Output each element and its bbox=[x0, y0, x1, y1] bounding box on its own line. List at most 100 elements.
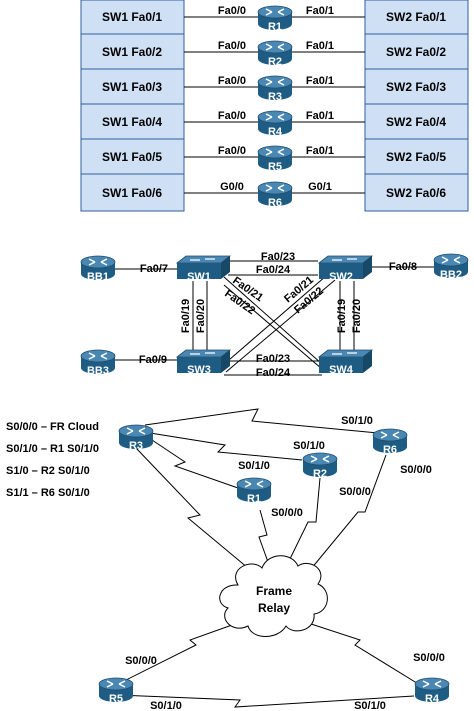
link-port-label: Fa0/19 bbox=[336, 299, 348, 333]
section1-port-labels: Fa0/0 Fa0/1 Fa0/0 Fa0/1 Fa0/0 Fa0/1 Fa0/… bbox=[218, 5, 334, 193]
interface-label: S0/1/0 bbox=[293, 440, 325, 452]
device-label-r6: R6 bbox=[383, 444, 397, 456]
link-port-label: Fa0/1 bbox=[306, 110, 334, 122]
sw2-port-label: SW2 Fa0/6 bbox=[386, 186, 446, 200]
link-port-label: Fa0/20 bbox=[351, 299, 363, 333]
router-label: R4 bbox=[268, 126, 283, 138]
router-label: R5 bbox=[268, 161, 282, 173]
link-port-label: G0/1 bbox=[308, 181, 332, 193]
link-port-label: Fa0/23 bbox=[256, 353, 290, 365]
interface-label: S0/0/0 bbox=[400, 464, 432, 476]
cloud-label-line2: Relay bbox=[258, 601, 290, 615]
sw1-port-label: SW1 Fa0/5 bbox=[102, 150, 162, 164]
device-label-r3: R3 bbox=[129, 440, 143, 452]
link-port-label: Fa0/1 bbox=[306, 40, 334, 52]
link-port-label: Fa0/0 bbox=[218, 145, 246, 157]
link-port-label: Fa0/1 bbox=[306, 75, 334, 87]
r5-cloud-serial bbox=[115, 624, 233, 686]
frame-relay-cloud: Frame Relay bbox=[219, 555, 328, 637]
sw1-port-box bbox=[80, 138, 185, 175]
link-port-label: Fa0/1 bbox=[306, 145, 334, 157]
section1-routers: R1 R2 R3 R4 R5 R6 bbox=[257, 5, 293, 209]
link-port-label: Fa0/24 bbox=[256, 264, 291, 276]
sw2-port-label: SW2 Fa0/3 bbox=[386, 80, 446, 94]
interface-label: S0/0/0 bbox=[339, 486, 371, 498]
link-port-label: Fa0/0 bbox=[218, 40, 246, 52]
r3-r2-serial bbox=[149, 432, 303, 461]
r1-cloud-serial bbox=[258, 509, 269, 563]
sw2-port-box bbox=[364, 103, 469, 140]
sw1-port-box bbox=[80, 173, 185, 212]
link-port-label: Fa0/0 bbox=[218, 110, 246, 122]
legend-line: S0/0/0 – FR Cloud bbox=[6, 421, 99, 433]
interface-label: S0/1/0 bbox=[238, 460, 270, 472]
serial-links bbox=[115, 408, 421, 708]
link-port-label: Fa0/24 bbox=[256, 367, 291, 379]
sw2-port-label: SW2 Fa0/2 bbox=[386, 45, 446, 59]
sw2-port-box bbox=[364, 33, 469, 70]
r6-cloud-serial bbox=[305, 454, 387, 576]
interface-label: S0/0/0 bbox=[271, 507, 303, 519]
router-label: R2 bbox=[268, 56, 282, 68]
sw2-port-label: SW2 Fa0/5 bbox=[386, 150, 446, 164]
device-label-bb3: BB3 bbox=[87, 365, 109, 377]
sw2-port-label: SW2 Fa0/4 bbox=[386, 115, 446, 129]
device-label-sw2: SW2 bbox=[329, 271, 353, 283]
sw2-port-box bbox=[364, 173, 469, 212]
legend-line: S1/1 – R6 S0/1/0 bbox=[6, 487, 90, 499]
interface-label: S0/1/0 bbox=[341, 415, 373, 427]
device-label-sw1: SW1 bbox=[187, 271, 211, 283]
sw1-port-label: SW1 Fa0/1 bbox=[102, 10, 162, 24]
sw2-sw3-link bbox=[225, 279, 336, 373]
link-port-label: Fa0/8 bbox=[389, 261, 417, 273]
device-label-r2: R2 bbox=[313, 468, 327, 480]
interface-label: S0/1/0 bbox=[150, 700, 182, 711]
router-label: R3 bbox=[268, 91, 282, 103]
section2-links bbox=[115, 260, 434, 376]
sw1-port-label: SW1 Fa0/3 bbox=[102, 80, 162, 94]
device-label-bb2: BB2 bbox=[440, 269, 462, 281]
link-port-label: Fa0/0 bbox=[218, 75, 246, 87]
r3-r1-serial bbox=[151, 439, 239, 489]
sw1-port-box bbox=[80, 0, 185, 35]
link-port-label: Fa0/23 bbox=[261, 251, 295, 263]
interface-label: S0/0/0 bbox=[413, 652, 445, 664]
sw1-sw4-link bbox=[223, 284, 323, 370]
link-port-label: Fa0/0 bbox=[218, 5, 246, 17]
section1-left-column: SW1 Fa0/1 SW1 Fa0/2 SW1 Fa0/3 SW1 Fa0/4 … bbox=[80, 0, 185, 212]
section2-switch-topology: BB1 BB2 BB3 SW1 SW2 SW3 SW4 Fa0/7 Fa0/8 … bbox=[80, 251, 469, 379]
sw2-sw3-link bbox=[221, 275, 327, 367]
section1-router-stack: SW1 Fa0/1 SW1 Fa0/2 SW1 Fa0/3 SW1 Fa0/4 … bbox=[80, 0, 469, 212]
r3-cloud-serial bbox=[135, 447, 249, 569]
sw2-port-box bbox=[364, 68, 469, 105]
sw2-port-label: SW2 Fa0/1 bbox=[386, 10, 446, 24]
section1-right-column: SW2 Fa0/1 SW2 Fa0/2 SW2 Fa0/3 SW2 Fa0/4 … bbox=[364, 0, 469, 212]
link-port-label: Fa0/7 bbox=[140, 263, 168, 275]
sw1-sw4-link bbox=[223, 276, 332, 373]
r4-cloud-serial bbox=[304, 621, 421, 686]
device-label-sw4: SW4 bbox=[329, 364, 354, 376]
r3-r6-serial bbox=[144, 408, 379, 434]
link-port-label: Fa0/20 bbox=[195, 299, 207, 333]
sw1-port-box bbox=[80, 103, 185, 140]
link-port-label: Fa0/19 bbox=[180, 299, 192, 333]
link-port-label: Fa0/1 bbox=[306, 5, 334, 17]
interface-label: S0/0/0 bbox=[125, 655, 157, 667]
section3-frame-relay: S0/0/0 – FR Cloud S0/1/0 – R1 S0/1/0 S1/… bbox=[6, 408, 450, 711]
router-label: R6 bbox=[268, 197, 282, 209]
sw1-port-label: SW1 Fa0/2 bbox=[102, 45, 162, 59]
device-label-sw3: SW3 bbox=[187, 364, 211, 376]
cloud-label-line1: Frame bbox=[256, 584, 292, 598]
sw1-port-label: SW1 Fa0/4 bbox=[102, 115, 162, 129]
r2-cloud-serial bbox=[287, 477, 321, 564]
device-label-r1: R1 bbox=[247, 493, 261, 505]
sw1-port-label: SW1 Fa0/6 bbox=[102, 186, 162, 200]
device-label-r5: R5 bbox=[109, 693, 123, 705]
r5-r4-serial bbox=[117, 694, 415, 708]
link-port-label: Fa0/9 bbox=[139, 354, 167, 366]
router-label: R1 bbox=[268, 21, 282, 33]
link-port-label: G0/0 bbox=[220, 181, 244, 193]
device-label-bb1: BB1 bbox=[87, 271, 109, 283]
interface-label: S0/1/0 bbox=[354, 700, 386, 711]
